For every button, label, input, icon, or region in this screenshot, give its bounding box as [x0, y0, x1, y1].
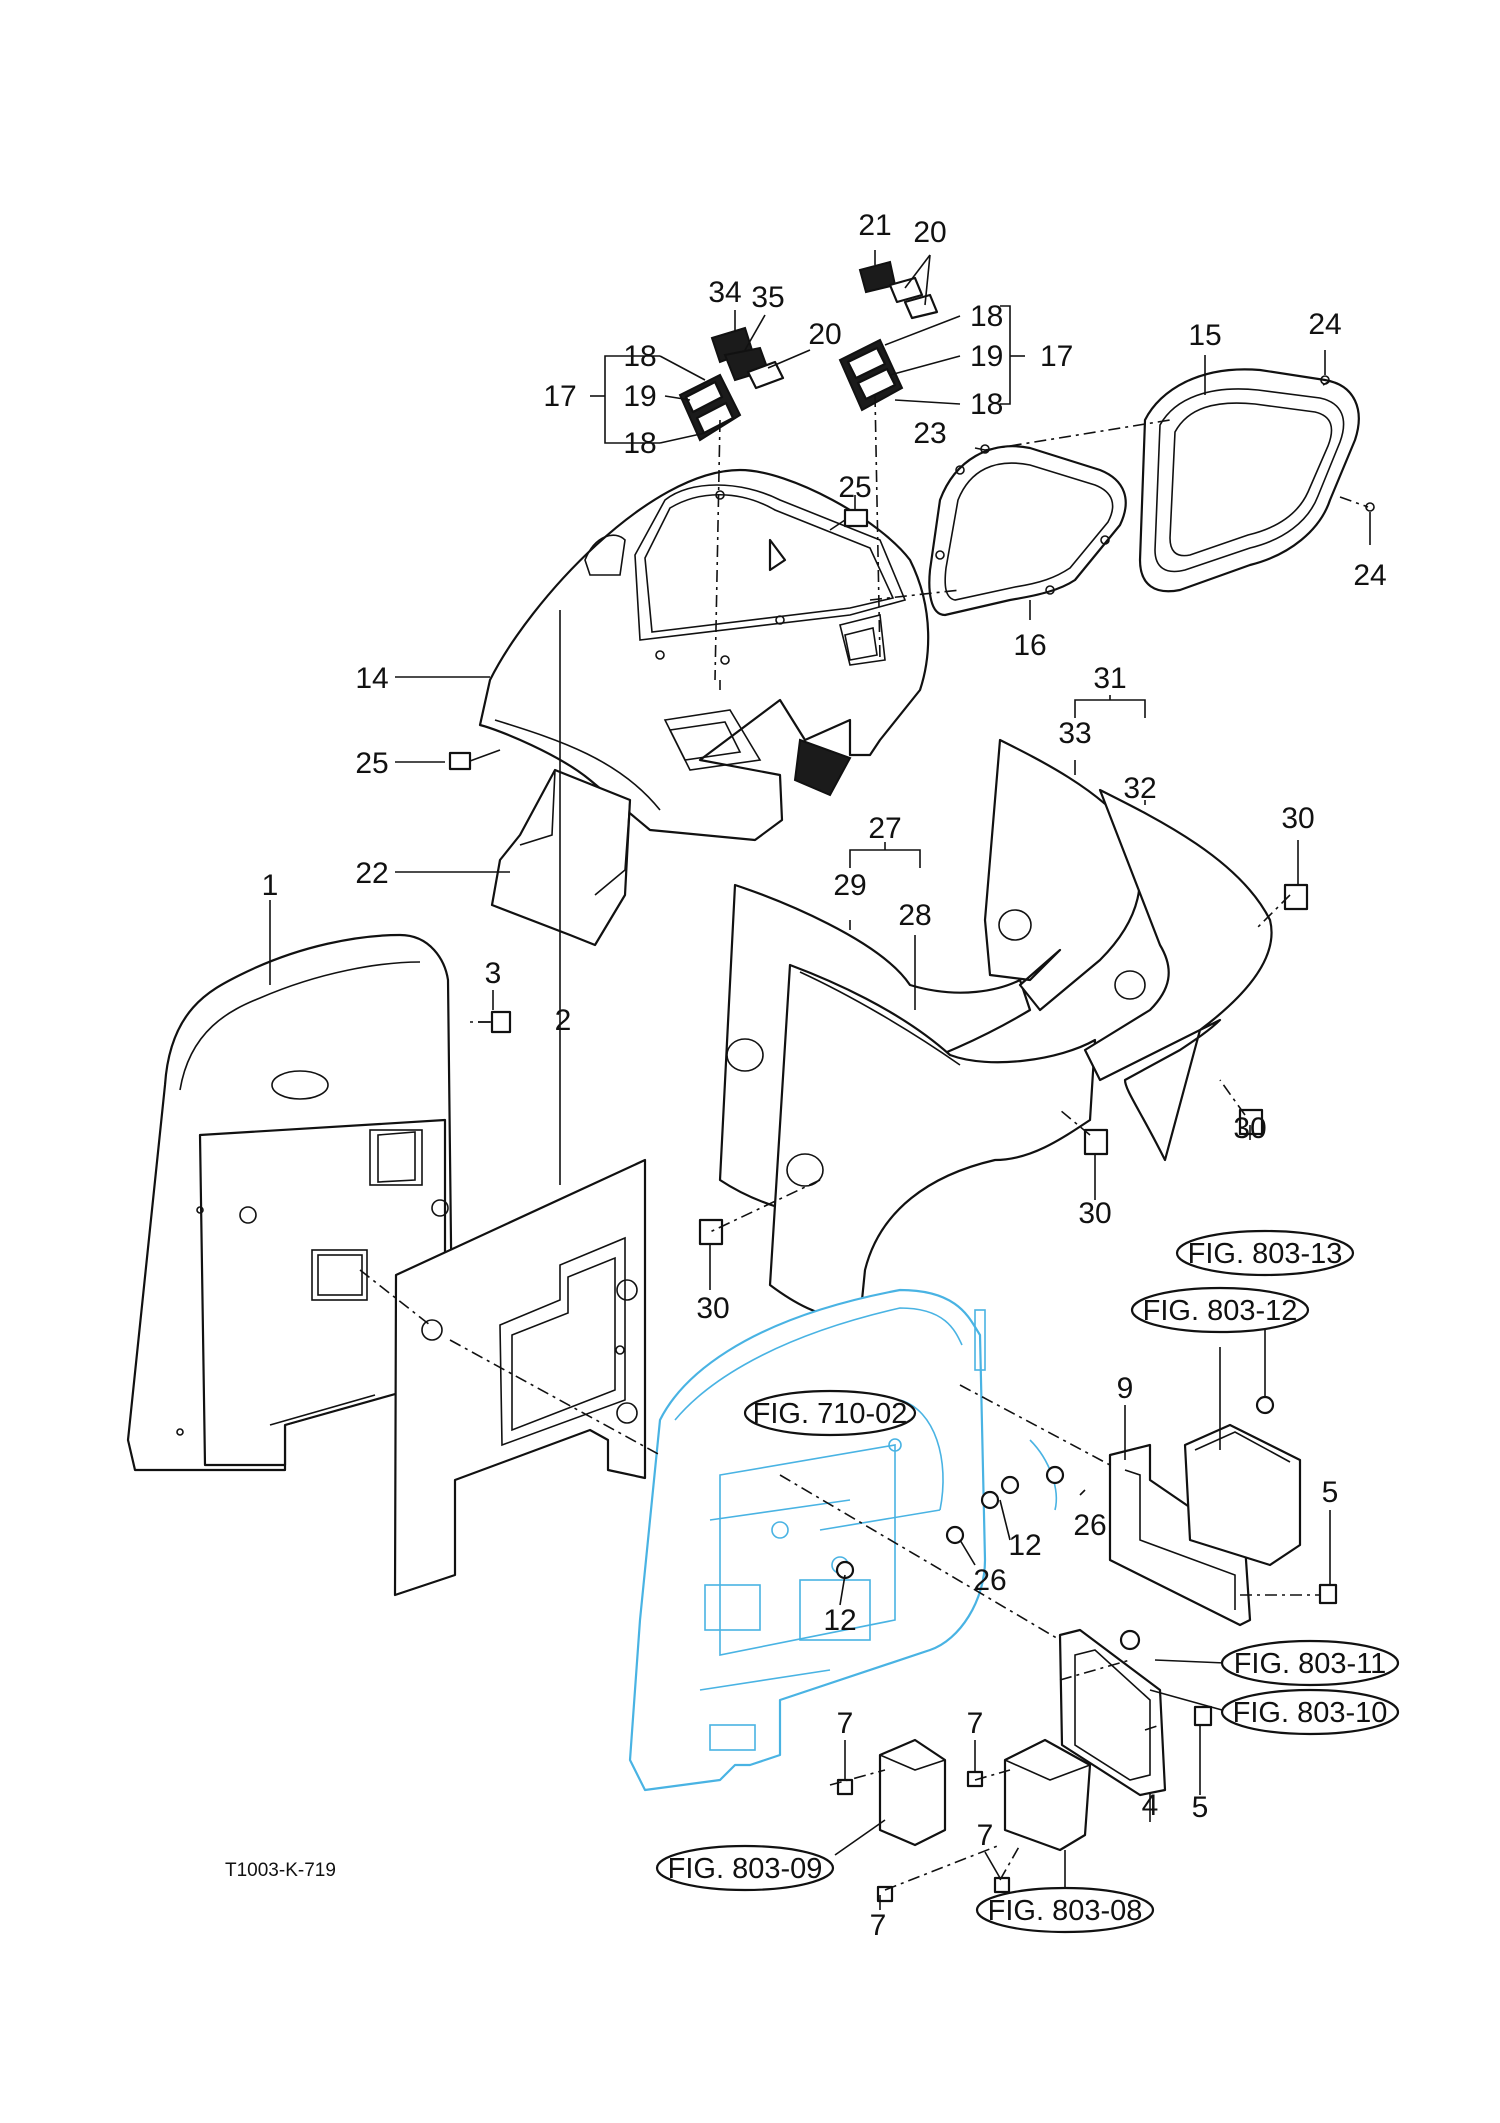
callout-3: 3 [485, 957, 502, 990]
callout-25-lower: 25 [355, 747, 388, 780]
callout-12-a: 12 [1008, 1529, 1041, 1562]
callout-25-upper: 25 [838, 471, 871, 504]
callout-30-a: 30 [1281, 802, 1314, 835]
part-16-meter [928, 445, 1127, 617]
callout-numbers: 1 2 3 4 5 5 7 7 7 7 9 12 12 14 15 16 17 … [262, 209, 1387, 1942]
fig-ref-803-10: FIG. 803-10 [1233, 1697, 1388, 1729]
callout-17-right: 17 [1040, 340, 1073, 373]
ecu-box [1183, 1395, 1302, 1567]
callout-21: 21 [858, 209, 891, 242]
callout-1: 1 [262, 869, 279, 902]
part-22-duct [490, 768, 632, 947]
callout-26-b: 26 [973, 1564, 1006, 1597]
callout-30-d: 30 [696, 1292, 729, 1325]
part-14-dash-housing [478, 468, 930, 842]
drawing-code: T1003-K-719 [225, 1860, 336, 1881]
callout-20-lower: 20 [808, 318, 841, 351]
assembly-lines [359, 380, 1369, 1891]
callout-19-right: 19 [970, 340, 1003, 373]
callout-34: 34 [708, 276, 741, 309]
callout-7-d: 7 [870, 1909, 887, 1942]
fig-ref-803-08: FIG. 803-08 [988, 1895, 1143, 1927]
callout-32: 32 [1123, 772, 1156, 805]
callout-35: 35 [751, 281, 784, 314]
module-803-09 [878, 1738, 947, 1847]
callout-18-b: 18 [623, 427, 656, 460]
callout-16: 16 [1013, 629, 1046, 662]
callout-30-c: 30 [1078, 1197, 1111, 1230]
callout-7-c: 7 [977, 1819, 994, 1852]
module-803-08 [1003, 1738, 1092, 1852]
part-30-knobs [698, 883, 1309, 1246]
part-25-screws [448, 508, 869, 771]
callout-18-a: 18 [623, 340, 656, 373]
leader-lines [269, 250, 1371, 1910]
callout-15: 15 [1188, 319, 1221, 352]
part-1-rear-cover [126, 933, 454, 1472]
callout-31: 31 [1093, 662, 1126, 695]
callout-26-a: 26 [1073, 1509, 1106, 1542]
fig-ref-803-13: FIG. 803-13 [1188, 1238, 1343, 1270]
callout-18-d: 18 [970, 388, 1003, 421]
callout-33: 33 [1058, 717, 1091, 750]
fig-ref-803-12: FIG. 803-12 [1143, 1295, 1298, 1327]
callout-19-left: 19 [623, 380, 656, 413]
switch-group-left [678, 326, 785, 442]
part-7-screws [836, 1770, 1011, 1903]
callout-23: 23 [913, 417, 946, 450]
callout-18-c: 18 [970, 300, 1003, 333]
callout-5-upper: 5 [1322, 1476, 1339, 1509]
callout-4: 4 [1142, 1789, 1159, 1822]
callout-14: 14 [355, 662, 388, 695]
fig-ref-710-02: FIG. 710-02 [753, 1398, 908, 1430]
callout-20-upper: 20 [913, 216, 946, 249]
callout-28: 28 [898, 899, 931, 932]
part-12-26-fasteners [835, 1465, 1141, 1651]
callout-12-b: 12 [823, 1604, 856, 1637]
callout-2: 2 [555, 1004, 572, 1037]
figure-references: FIG. 710-02 FIG. 803-13 FIG. 803-12 FIG.… [655, 1229, 1400, 1934]
part-5-screws [1193, 1583, 1338, 1727]
callout-9: 9 [1117, 1372, 1134, 1405]
callout-5-lower: 5 [1192, 1791, 1209, 1824]
callout-7-a: 7 [837, 1707, 854, 1740]
switch-group-right [838, 260, 939, 412]
fig-ref-803-09: FIG. 803-09 [668, 1853, 823, 1885]
part-33-side-cover [983, 738, 1142, 1012]
callout-27: 27 [868, 812, 901, 845]
part-3-screw [478, 1010, 512, 1034]
part-4-bracket [1058, 1628, 1167, 1797]
part-15-bezel [1138, 368, 1360, 593]
callout-24-upper: 24 [1308, 308, 1341, 341]
callout-7-b: 7 [967, 1707, 984, 1740]
callout-17-left: 17 [543, 380, 576, 413]
callout-24-lower: 24 [1353, 559, 1386, 592]
fig-ref-803-11: FIG. 803-11 [1234, 1648, 1387, 1680]
callout-22: 22 [355, 857, 388, 890]
callout-29: 29 [833, 869, 866, 902]
part-9-bracket [1108, 1443, 1252, 1627]
part-32-side-cover [1083, 788, 1273, 1162]
callout-30-b: 30 [1233, 1112, 1266, 1145]
